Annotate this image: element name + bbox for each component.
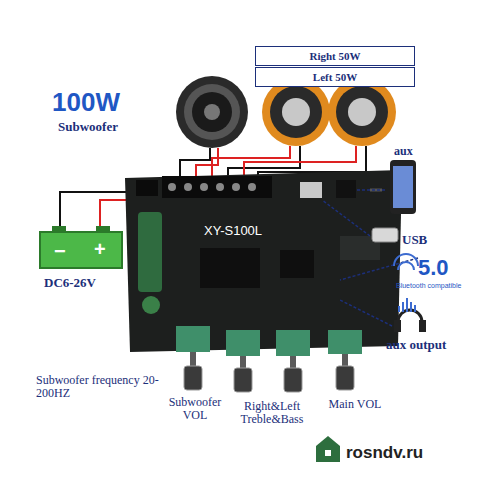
band-label: Right 50W bbox=[309, 50, 360, 62]
voltage-range: DC6-26V bbox=[44, 276, 96, 290]
band-label: Left 50W bbox=[313, 71, 357, 83]
control-name: Main VOL bbox=[320, 398, 390, 411]
part-name: Subwoofer bbox=[58, 120, 118, 134]
power-band: Left 50W bbox=[255, 67, 415, 87]
board-model: XY-S100L bbox=[204, 224, 262, 238]
power-band: Right 50W bbox=[255, 46, 415, 66]
polarity-mark: + bbox=[94, 238, 106, 260]
port-name: USB bbox=[402, 233, 427, 247]
bt-version: 5.0 bbox=[418, 256, 449, 280]
bt-note: Bluetooth compatible bbox=[396, 282, 476, 290]
power-rating: 100W bbox=[52, 88, 120, 117]
control-name: Subwoofer VOL bbox=[160, 396, 230, 422]
polarity-mark: − bbox=[54, 240, 66, 262]
control-name: Right&Left Treble&Bass bbox=[232, 400, 312, 426]
watermark: rosndv.ru bbox=[346, 444, 423, 463]
spec-note: Subwoofer frequency 20-200HZ bbox=[36, 374, 166, 400]
port-name: aux bbox=[394, 145, 413, 158]
port-name: aux output bbox=[386, 338, 446, 352]
